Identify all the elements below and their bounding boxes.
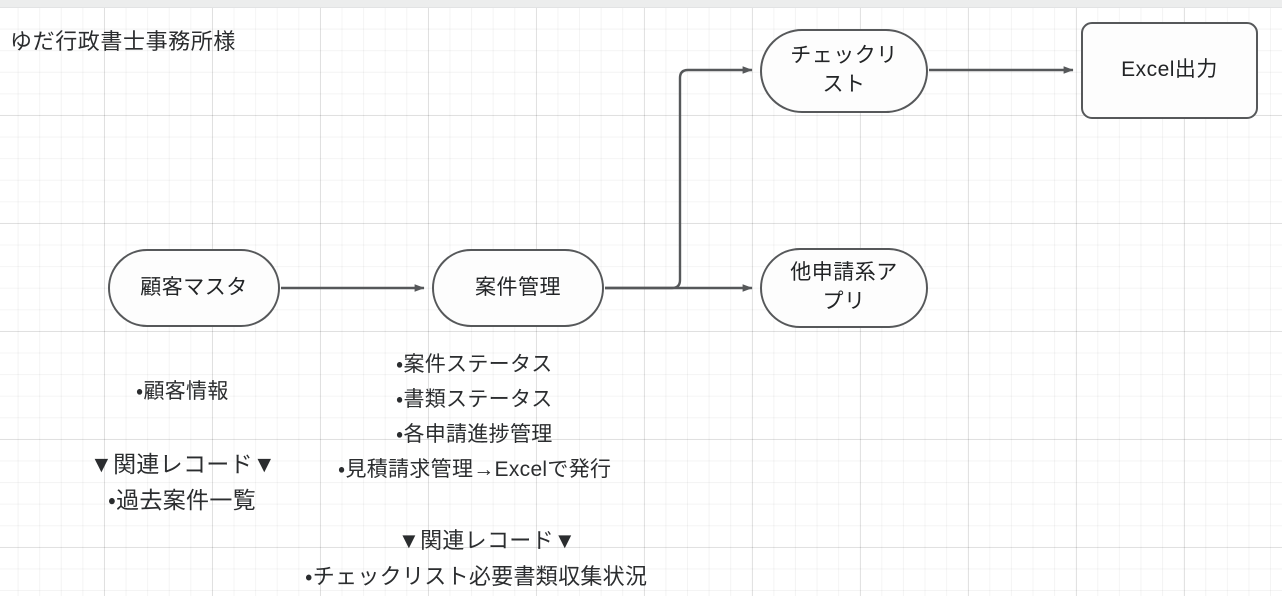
node-other-application-apps[interactable]: 他申請系アプリ	[760, 248, 928, 328]
annotation-case-status: ・案件ステータス	[396, 353, 553, 376]
node-checklist-label: チェックリスト	[790, 44, 898, 96]
node-case-management-label: 案件管理	[475, 275, 561, 299]
annotation-application-progress: ・各申請進捗管理	[396, 423, 553, 446]
node-case-management[interactable]: 案件管理	[432, 249, 604, 327]
node-excel-output-label: Excel出力	[1121, 58, 1218, 82]
node-excel-output[interactable]: Excel出力	[1081, 22, 1258, 119]
annotation-customer-related-records-header: ▼関連レコード▼	[90, 451, 276, 477]
annotation-case-related-records-header: ▼関連レコード▼	[398, 528, 576, 553]
node-customer-master-label: 顧客マスタ	[140, 275, 248, 299]
page-title: ゆだ行政書士事務所様	[10, 29, 237, 54]
node-customer-master[interactable]: 顧客マスタ	[108, 249, 280, 327]
annotation-document-status: ・書類ステータス	[396, 388, 553, 411]
node-checklist[interactable]: チェックリスト	[760, 29, 928, 113]
annotation-checklist-documents-status: ・チェックリスト必要書類収集状況	[305, 564, 648, 589]
annotation-customer-info: ・顧客情報	[136, 380, 229, 403]
window-top-strip	[0, 0, 1282, 8]
annotation-quote-invoice-excel: ・見積請求管理→Excelで発行	[338, 458, 612, 481]
node-other-application-apps-label: 他申請系アプリ	[790, 261, 898, 313]
annotation-past-cases-list: ・過去案件一覧	[108, 487, 256, 513]
